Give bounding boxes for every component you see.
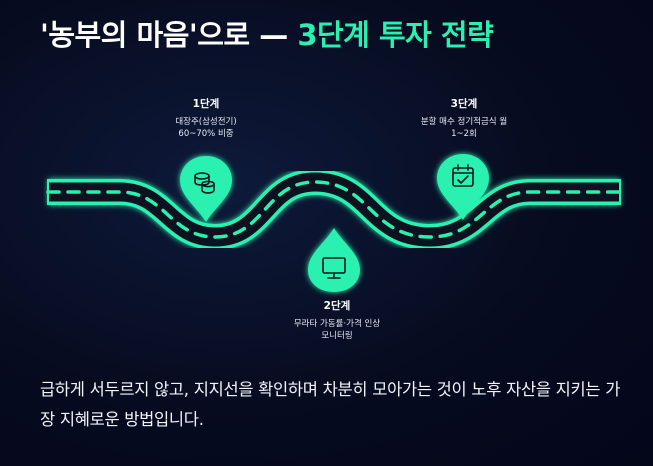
step2-marker	[308, 228, 360, 292]
coins-icon	[194, 172, 215, 194]
step3-desc-line2: 1~2회	[451, 129, 477, 139]
title-main: '농부의 마음'으로 —	[40, 18, 288, 52]
step2-desc-line2: 모니터링	[321, 331, 353, 341]
title-accent: 3단계 투자 전략	[297, 18, 494, 52]
step1-label-group: 1단계 대장주(삼성전기) 60~70% 비중	[126, 96, 286, 140]
step1-marker	[180, 156, 232, 222]
step2-label-group: 2단계 무라타 가동률·가격 인상 모니터링	[257, 298, 417, 342]
step1-title: 1단계	[192, 98, 220, 110]
step2-title: 2단계	[323, 300, 351, 312]
step3-title: 3단계	[450, 98, 478, 110]
step1-desc-line2: 60~70% 비중	[178, 129, 234, 139]
step2-desc-line1: 무라타 가동률·가격 인상	[293, 319, 381, 329]
conclusion-text: 급하게 서두르지 않고, 지지선을 확인하며 차분히 모아가는 것이 노후 자산…	[40, 380, 621, 429]
page-title: '농부의 마음'으로 — 3단계 투자 전략	[40, 12, 640, 54]
road-center-line	[46, 180, 622, 239]
step3-desc-line1: 분할 매수 정기적금식 월	[420, 117, 508, 127]
step3-marker	[437, 154, 489, 220]
step1-desc-line1: 대장주(삼성전기)	[175, 117, 237, 127]
calendar-check-icon	[452, 164, 474, 187]
monitor-icon	[322, 257, 346, 279]
step3-label-group: 3단계 분할 매수 정기적금식 월 1~2회	[384, 96, 544, 140]
